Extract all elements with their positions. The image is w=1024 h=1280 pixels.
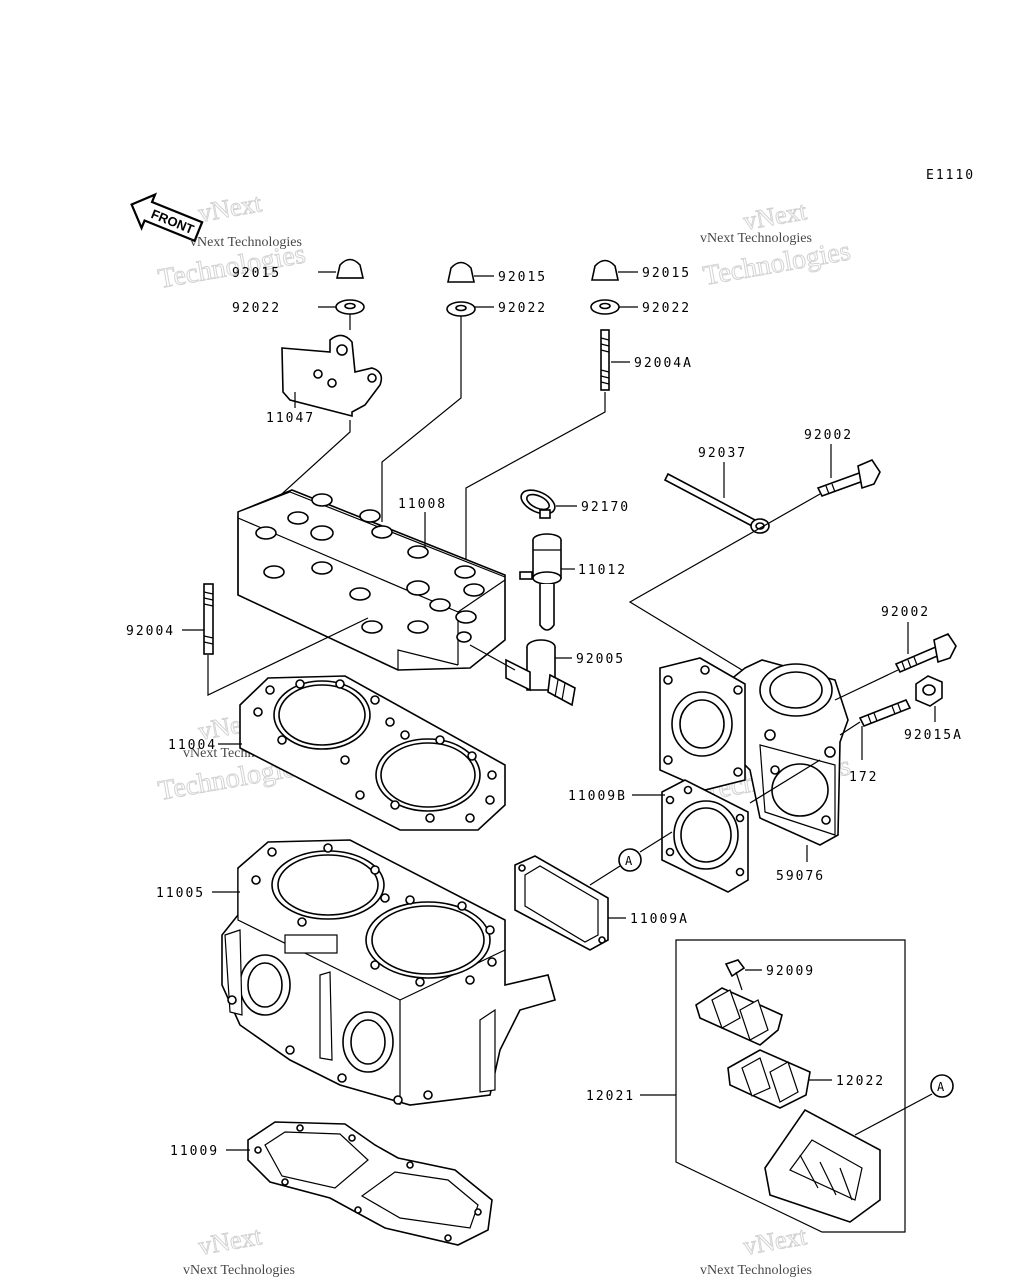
svg-text:A: A <box>937 1080 945 1094</box>
label-92015-left: 92015 <box>232 266 281 281</box>
rod-92037 <box>663 472 770 534</box>
washer-mid <box>446 301 476 317</box>
label-92022-right: 92022 <box>642 301 691 316</box>
cap-nut-right <box>591 259 619 281</box>
bolt-92002-top <box>816 459 881 497</box>
label-11008: 11008 <box>398 497 447 512</box>
label-92022-mid: 92022 <box>498 301 547 316</box>
washer-right <box>590 299 620 315</box>
hose-clamp-92170 <box>520 489 556 519</box>
svg-text:vNext Technologies: vNext Technologies <box>190 235 302 250</box>
cylinder-head-11008 <box>237 489 506 671</box>
intake-manifold-59076 <box>704 659 849 846</box>
screw-92009 <box>724 959 746 991</box>
label-92015a: 92015A <box>904 728 963 743</box>
label-11012: 11012 <box>578 563 627 578</box>
label-92002-top: 92002 <box>804 428 853 443</box>
manifold-flange <box>659 657 746 791</box>
svg-text:vNext: vNext <box>741 1221 809 1261</box>
stud-92004 <box>203 583 214 655</box>
reed-stopper-plate <box>695 987 783 1046</box>
stud-172 <box>858 698 912 728</box>
label-92015-mid: 92015 <box>498 270 547 285</box>
washer-left <box>335 299 365 315</box>
label-92009: 92009 <box>766 964 815 979</box>
label-11009b: 11009B <box>568 789 627 804</box>
diagram-code: E1110 <box>926 168 975 183</box>
reed-block <box>764 1108 881 1223</box>
gasket-11009a <box>514 855 609 951</box>
label-92005: 92005 <box>576 652 625 667</box>
cap-nut-mid <box>447 261 475 283</box>
svg-text:vNext Technologies: vNext Technologies <box>700 1263 812 1278</box>
label-11009: 11009 <box>170 1144 219 1159</box>
svg-text:vNext: vNext <box>196 1221 264 1261</box>
label-92015-right: 92015 <box>642 266 691 281</box>
label-92004a: 92004A <box>634 356 693 371</box>
label-92170: 92170 <box>581 500 630 515</box>
gasket-11009b <box>661 779 749 893</box>
bolt-92002-mid <box>894 633 957 674</box>
reed-petals-12022 <box>727 1049 811 1109</box>
stud-92004a <box>600 329 610 391</box>
label-59076: 59076 <box>776 869 825 884</box>
label-11004: 11004 <box>168 738 217 753</box>
label-11005: 11005 <box>156 886 205 901</box>
label-92002-mid: 92002 <box>881 605 930 620</box>
cap-nut-left <box>335 258 365 279</box>
svg-text:A: A <box>625 854 633 868</box>
head-gasket-11004 <box>239 675 506 831</box>
svg-text:vNext: vNext <box>741 196 809 236</box>
callout-a-lower: A <box>930 1074 954 1098</box>
label-92004: 92004 <box>126 624 175 639</box>
label-12021: 12021 <box>586 1089 635 1104</box>
nut-92015a <box>915 675 943 707</box>
label-11009a: 11009A <box>630 912 689 927</box>
label-11047: 11047 <box>266 411 315 426</box>
reed-valve-assembly-12021: 92009 12022 <box>675 939 906 1233</box>
svg-text:vNext: vNext <box>196 188 264 228</box>
cylinder-block-11005 <box>221 839 556 1106</box>
svg-text:vNext Technologies: vNext Technologies <box>183 1263 295 1278</box>
base-gasket-11009 <box>247 1121 493 1246</box>
fitting-92005 <box>505 639 576 707</box>
label-172: 172 <box>849 770 878 785</box>
label-12022: 12022 <box>836 1074 885 1089</box>
callout-a-upper: A <box>618 848 642 872</box>
bracket-11047 <box>281 334 383 418</box>
sensor-11012 <box>519 533 562 631</box>
svg-text:vNext Technologies: vNext Technologies <box>700 231 812 246</box>
label-92022-left: 92022 <box>232 301 281 316</box>
label-92037: 92037 <box>698 446 747 461</box>
